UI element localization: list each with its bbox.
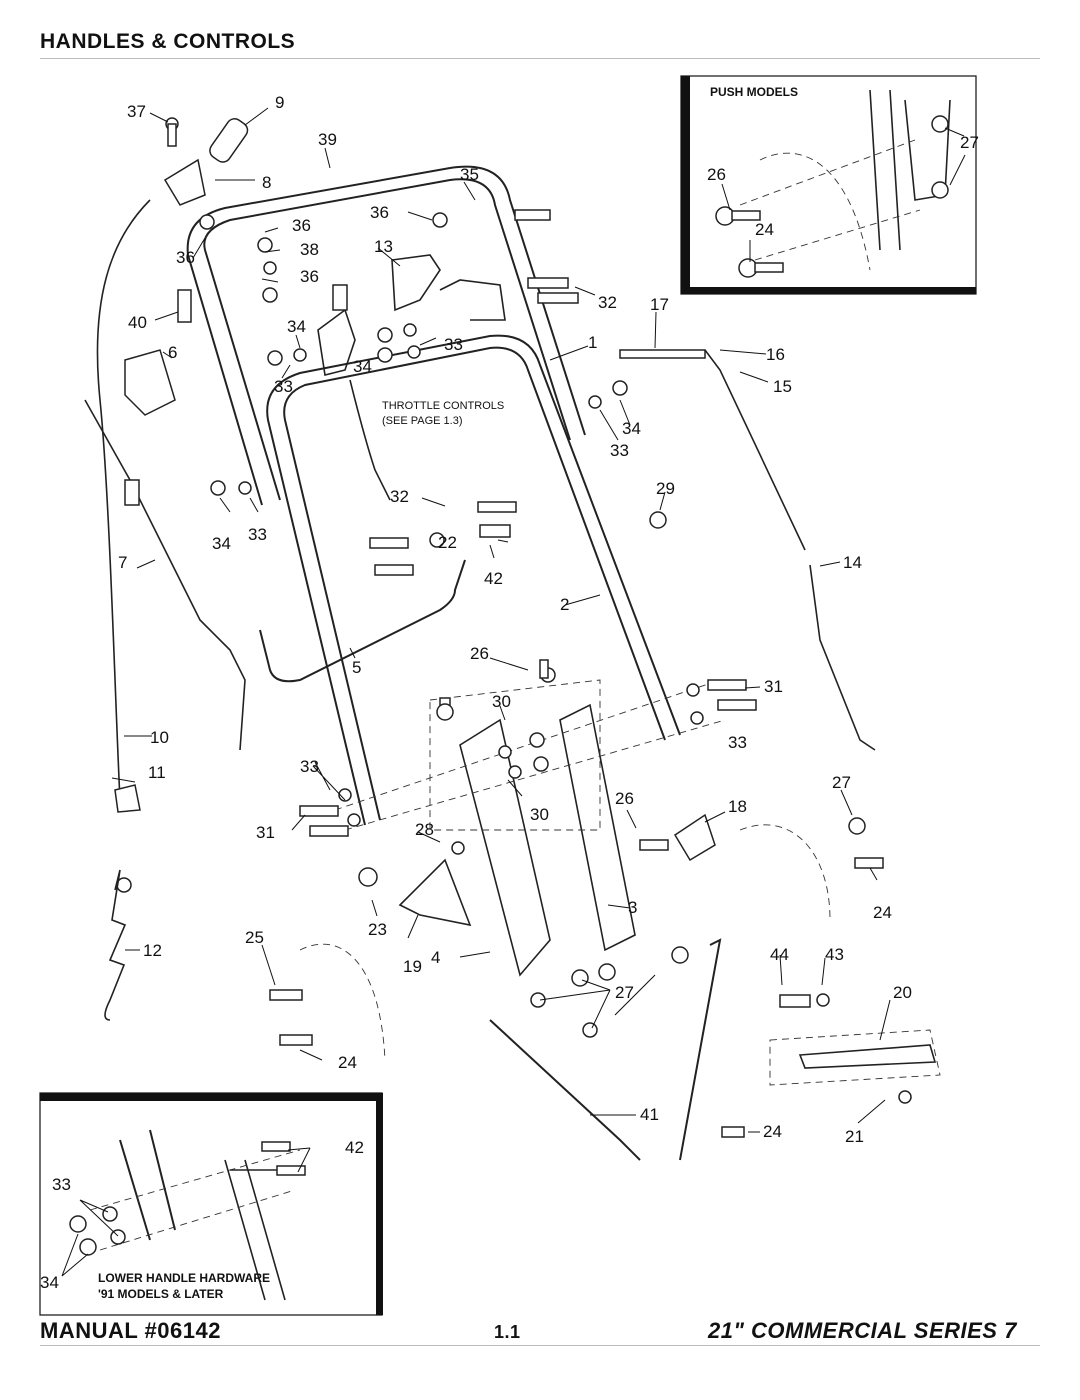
lower-handle-part-2: [266, 334, 681, 826]
callout-39: 39: [318, 130, 337, 149]
callout-34: 34: [622, 419, 641, 438]
callout-25: 25: [245, 928, 264, 947]
callout-42: 42: [484, 569, 503, 588]
callout-24: 24: [755, 220, 774, 239]
callout-42: 42: [345, 1138, 364, 1157]
lower-handle-title-1: LOWER HANDLE HARDWARE: [98, 1271, 270, 1285]
callout-27: 27: [832, 773, 851, 792]
callout-37: 37: [127, 102, 146, 121]
series-name: 21" COMMERCIAL SERIES 7: [708, 1318, 1017, 1343]
manual-number: MANUAL #06142: [40, 1318, 221, 1343]
push-models-inset: PUSH MODELS: [680, 75, 977, 295]
right-rods: [619, 349, 876, 751]
callout-33: 33: [444, 335, 463, 354]
callout-33: 33: [52, 1175, 71, 1194]
callout-21: 21: [845, 1127, 864, 1146]
callout-29: 29: [656, 479, 675, 498]
upper-handle-part-39: [186, 165, 586, 506]
upper-left-parts: [124, 117, 249, 416]
callout-36: 36: [370, 203, 389, 222]
throttle-control: [317, 254, 506, 501]
lower-handle-title-2: '91 MODELS & LATER: [98, 1287, 224, 1301]
upper-hardware: [210, 209, 628, 576]
callout-10: 10: [150, 728, 169, 747]
page-title: HANDLES & CONTROLS: [40, 30, 296, 53]
callout-28: 28: [415, 820, 434, 839]
right-lower-parts: [489, 813, 941, 1161]
header-rule: [40, 58, 1040, 59]
callout-36: 36: [292, 216, 311, 235]
throttle-note-1: THROTTLE CONTROLS: [382, 400, 504, 412]
callout-11: 11: [148, 763, 166, 782]
callout-33: 33: [610, 441, 629, 460]
callout-24: 24: [338, 1053, 357, 1072]
callout-38: 38: [300, 240, 319, 259]
control-bail-part-5: [259, 559, 466, 683]
callout-6: 6: [168, 343, 177, 362]
callout-3: 3: [628, 898, 637, 917]
lower-brackets: [269, 659, 757, 1061]
callout-34: 34: [212, 534, 231, 553]
callout-36: 36: [300, 267, 319, 286]
callout-41: 41: [640, 1105, 659, 1124]
callout-12: 12: [143, 941, 162, 960]
callout-33: 33: [300, 757, 319, 776]
lower-handle-inset: LOWER HANDLE HARDWARE '91 MODELS & LATER: [39, 1092, 383, 1316]
callout-36: 36: [176, 248, 195, 267]
callout-14: 14: [843, 553, 862, 572]
callout-27: 27: [615, 983, 634, 1002]
footer-rule: [40, 1345, 1040, 1346]
callout-23: 23: [368, 920, 387, 939]
cable-assembly: [84, 199, 246, 1021]
callout-33: 33: [248, 525, 267, 544]
callout-17: 17: [650, 295, 669, 314]
callout-34: 34: [353, 357, 372, 376]
callout-24: 24: [763, 1122, 782, 1141]
callout-15: 15: [773, 377, 792, 396]
callout-13: 13: [374, 237, 393, 256]
callout-2: 2: [560, 595, 569, 614]
callout-40: 40: [128, 313, 147, 332]
callout-34: 34: [287, 317, 306, 336]
callout-24: 24: [873, 903, 892, 922]
callout-27: 27: [960, 133, 979, 152]
callout-30: 30: [530, 805, 549, 824]
callout-32: 32: [390, 487, 409, 506]
callout-34: 34: [40, 1273, 59, 1292]
callout-33: 33: [274, 377, 293, 396]
throttle-note-2: (SEE PAGE 1.3): [382, 415, 463, 427]
callout-20: 20: [893, 983, 912, 1002]
callout-30: 30: [492, 692, 511, 711]
callout-35: 35: [460, 165, 479, 184]
callout-32: 32: [598, 293, 617, 312]
callout-5: 5: [352, 658, 361, 677]
push-models-title: PUSH MODELS: [710, 85, 798, 99]
callout-16: 16: [766, 345, 785, 364]
callout-9: 9: [275, 93, 284, 112]
callout-33: 33: [728, 733, 747, 752]
callout-26: 26: [707, 165, 726, 184]
callout-22: 22: [438, 533, 457, 552]
callout-4: 4: [431, 948, 440, 967]
callout-43: 43: [825, 945, 844, 964]
callout-44: 44: [770, 945, 789, 964]
callout-31: 31: [256, 823, 275, 842]
callout-19: 19: [403, 957, 422, 976]
callout-18: 18: [728, 797, 747, 816]
callout-31: 31: [764, 677, 783, 696]
callout-1: 1: [588, 333, 597, 352]
callout-7: 7: [118, 553, 127, 572]
leader-lines: [61, 107, 966, 1277]
page-number: 1.1: [494, 1322, 521, 1342]
callout-8: 8: [262, 173, 271, 192]
callout-26: 26: [615, 789, 634, 808]
callout-numbers: 37 9 8 39 35 36 36 38 36 36 13 32 17 40 …: [40, 93, 979, 1292]
callout-26: 26: [470, 644, 489, 663]
